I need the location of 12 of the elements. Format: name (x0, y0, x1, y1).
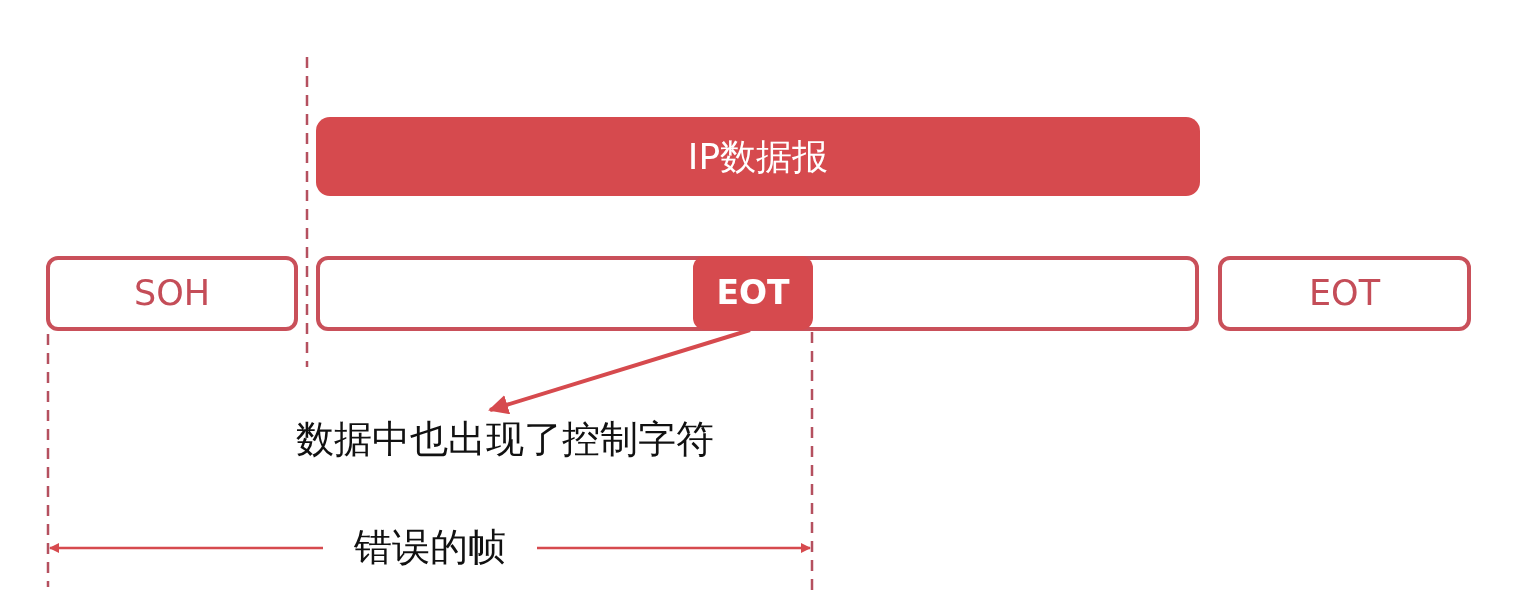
dimension-label: 错误的帧 (354, 526, 506, 570)
frame-field-box (1218, 256, 1471, 331)
control-char-box (693, 256, 813, 330)
field-label: EOT (716, 274, 790, 312)
bar-label: IP数据报 (687, 135, 829, 178)
arrow (488, 328, 751, 415)
datagram-bar (316, 117, 1200, 196)
field-label: SOH (133, 273, 211, 314)
frame-field-box (316, 256, 1199, 331)
field-label: EOT (1308, 273, 1380, 314)
annotation-text: 数据中也出现了控制字符 (285, 410, 725, 468)
frame-field-box (46, 256, 298, 331)
